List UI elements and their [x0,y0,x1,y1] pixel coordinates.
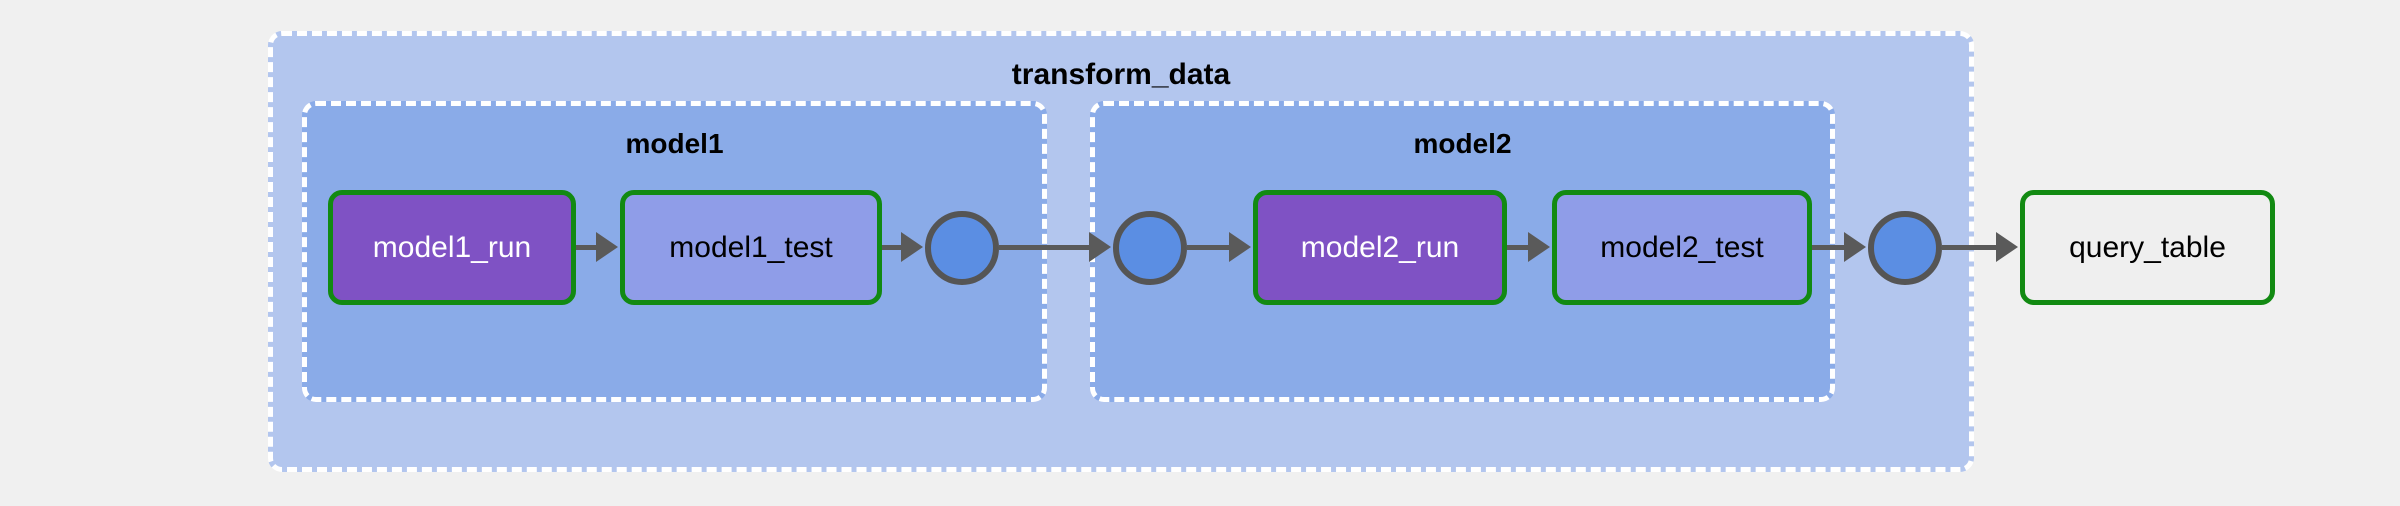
node-model1-run[interactable]: model1_run [328,190,576,305]
edge-point1-to-point2 [999,245,1091,250]
node-model2-test[interactable]: model2_test [1552,190,1812,305]
edge-model2test-to-point3 [1812,245,1846,250]
arrowhead-icon [901,232,923,262]
edge-point2-to-model2run [1187,245,1231,250]
node-label: model2_test [1600,230,1764,264]
node-model1-test[interactable]: model1_test [620,190,882,305]
node-point-2[interactable] [1113,211,1187,285]
edge-point3-to-querytable [1942,245,1998,250]
edge-model1test-to-point1 [882,245,904,250]
cluster-label-model2: model2 [1413,128,1512,159]
arrowhead-icon [1996,232,2018,262]
node-model2-run[interactable]: model2_run [1253,190,1507,305]
node-label: model1_run [372,230,532,264]
edge-model2run-to-model2test [1507,245,1530,250]
arrowhead-icon [596,232,618,262]
cluster-label-model1: model1 [625,128,724,159]
node-label: model1_test [669,230,833,264]
node-point-1[interactable] [925,211,999,285]
arrowhead-icon [1844,232,1866,262]
node-query-table[interactable]: query_table [2020,190,2275,305]
arrowhead-icon [1229,232,1251,262]
cluster-label-transform-data: transform_data [1011,58,1231,91]
edge-model1run-to-model1test [576,245,598,250]
arrowhead-icon [1528,232,1550,262]
arrowhead-icon [1089,232,1111,262]
node-point-3[interactable] [1868,211,1942,285]
node-label: query_table [2069,230,2226,264]
node-label: model2_run [1300,230,1460,264]
